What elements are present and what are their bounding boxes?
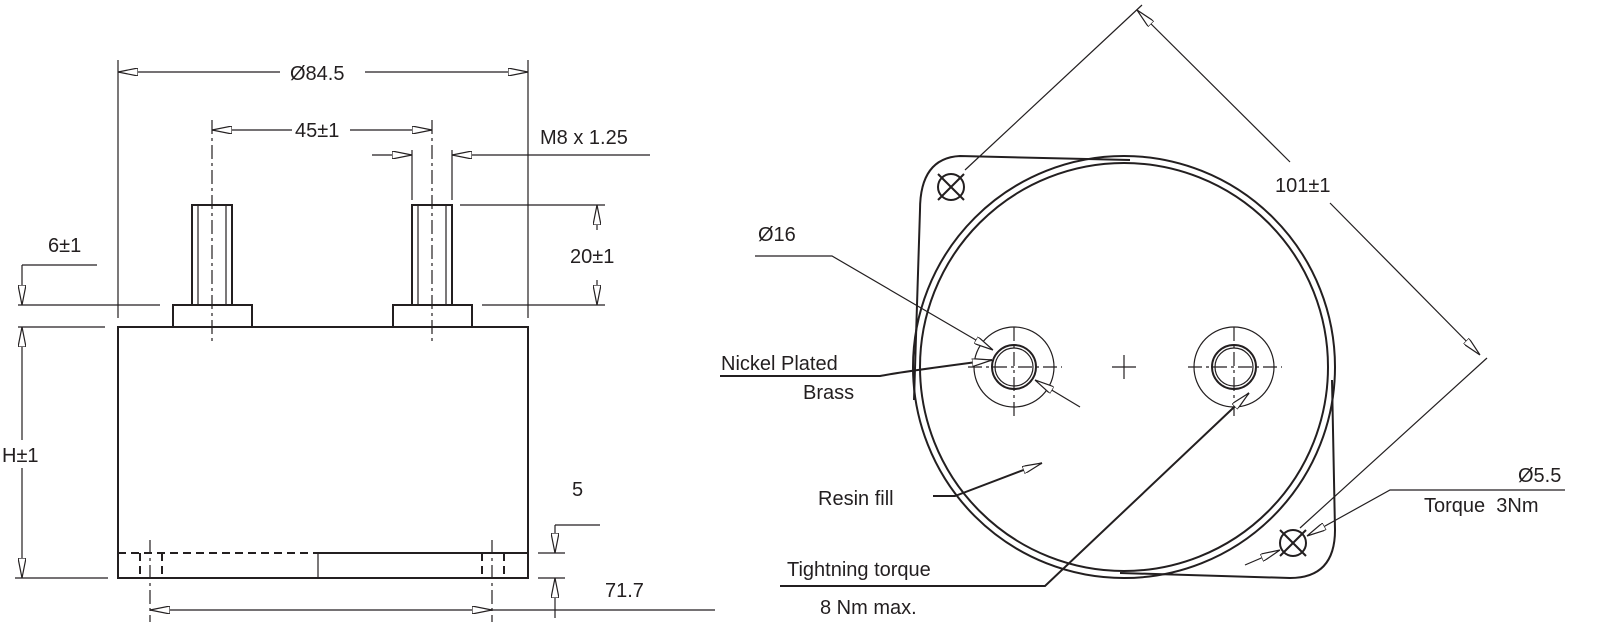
base-label: 5 [572, 479, 583, 501]
torque-value: 8 Nm max. [820, 597, 917, 619]
terminal-material-line1: Nickel Plated [721, 353, 838, 375]
terminal-1 [968, 326, 1062, 420]
resin-label: Resin fill [818, 488, 894, 510]
terminal-diameter-label: Ø16 [758, 224, 796, 246]
mount-hole-bottom-right [1279, 529, 1307, 557]
stud-height-label: 20±1 [570, 246, 614, 268]
diameter-label: Ø84.5 [290, 63, 344, 85]
washer-height-label: 6±1 [48, 235, 81, 257]
mount-spacing-label: 71.7 [605, 580, 644, 602]
mount-spacing-label: 101±1 [1275, 175, 1330, 197]
terminal-material-line2: Brass [803, 382, 854, 404]
hidden-mount-holes [139, 553, 505, 578]
hole-diameter-label: Ø5.5 [1518, 465, 1561, 487]
capacitor-body [117, 326, 529, 579]
mount-hole-top-left [937, 173, 965, 201]
torque-label: Tightning torque [787, 559, 931, 581]
terminal-spacing-label: 45±1 [295, 120, 339, 142]
flange-outline [913, 154, 1131, 401]
height-label: H±1 [2, 445, 39, 467]
can-outer-circle [912, 155, 1336, 579]
hole-torque-label: Torque 3Nm [1424, 495, 1539, 517]
thread-label: M8 x 1.25 [540, 127, 628, 149]
side-view: Ø84.5 45±1 M8 x 1.25 20±1 6±1 H±1 5 [0, 60, 715, 622]
top-view: 101±1 Ø16 Nickel Plated Brass Resin fill… [720, 4, 1565, 619]
